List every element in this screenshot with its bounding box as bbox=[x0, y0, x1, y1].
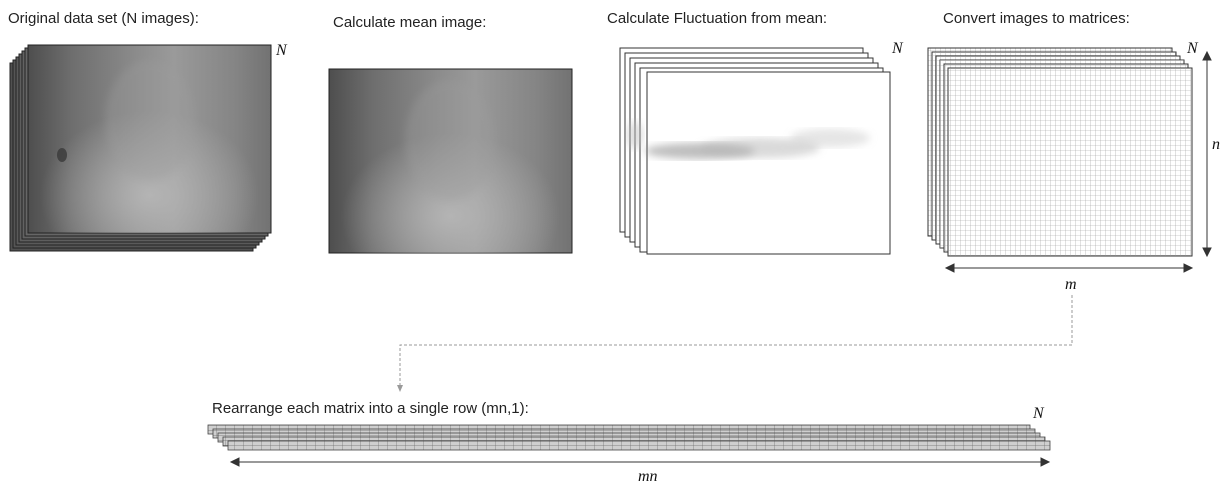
step-original-title: Original data set (N images): bbox=[8, 10, 199, 27]
fluctuation-stack-count-label: N bbox=[892, 40, 903, 57]
step-mean-title: Calculate mean image: bbox=[333, 14, 487, 31]
fluctuation-top-image bbox=[627, 71, 891, 255]
step-matrices-title: Convert images to matrices: bbox=[943, 10, 1130, 27]
mean-image bbox=[328, 68, 573, 254]
original-image-stack bbox=[9, 44, 272, 252]
matrix-stack bbox=[927, 47, 1193, 257]
matrix-width-label: m bbox=[1065, 276, 1077, 293]
matrices-stack-count-label: N bbox=[1187, 40, 1198, 57]
original-stack-count-label: N bbox=[276, 42, 287, 59]
original-top-image bbox=[27, 44, 272, 234]
connector-line bbox=[397, 295, 1073, 392]
matrix-height-label: n bbox=[1212, 136, 1220, 153]
row-width-arrow bbox=[229, 457, 1051, 467]
row-vector-stack bbox=[207, 424, 1051, 451]
matrix-height-arrow bbox=[1202, 50, 1212, 258]
row-width-label: mn bbox=[638, 468, 658, 485]
step-rearrange-title: Rearrange each matrix into a single row … bbox=[212, 400, 529, 417]
row-vector-top bbox=[227, 440, 1051, 451]
fluctuation-image-stack bbox=[619, 47, 891, 255]
row-stack-count-label: N bbox=[1033, 405, 1044, 422]
step-fluctuation-title: Calculate Fluctuation from mean: bbox=[607, 10, 828, 27]
matrix-width-arrow bbox=[944, 263, 1194, 273]
